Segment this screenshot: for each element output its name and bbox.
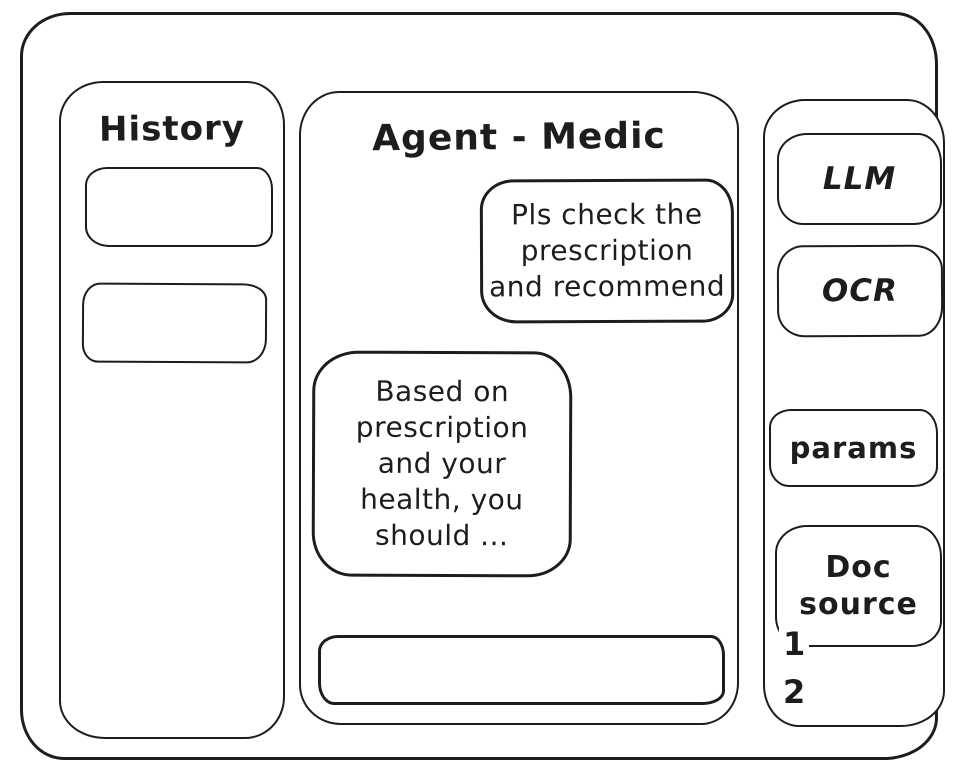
- doc-source-item-2[interactable]: 2: [779, 673, 810, 711]
- assistant-message-bubble: Based on prescription and your health, y…: [311, 350, 573, 578]
- user-message-bubble: Pls check the prescription and recommend: [479, 178, 735, 324]
- llm-button[interactable]: LLM: [777, 133, 942, 225]
- doc-source-item-1[interactable]: 1: [779, 625, 810, 663]
- tools-panel: LLM OCR params Doc source 1 2: [763, 99, 945, 727]
- ocr-button[interactable]: OCR: [776, 244, 944, 338]
- history-item[interactable]: [85, 167, 273, 247]
- history-panel: History: [59, 81, 285, 739]
- history-item[interactable]: [81, 282, 268, 364]
- chat-input[interactable]: [318, 635, 725, 705]
- params-button[interactable]: params: [769, 409, 938, 487]
- history-title: History: [98, 108, 246, 150]
- chat-title: Agent - Medic: [372, 115, 666, 160]
- app-frame: History Agent - Medic Pls check the pres…: [20, 12, 945, 760]
- chat-panel: Agent - Medic Pls check the prescription…: [299, 91, 739, 725]
